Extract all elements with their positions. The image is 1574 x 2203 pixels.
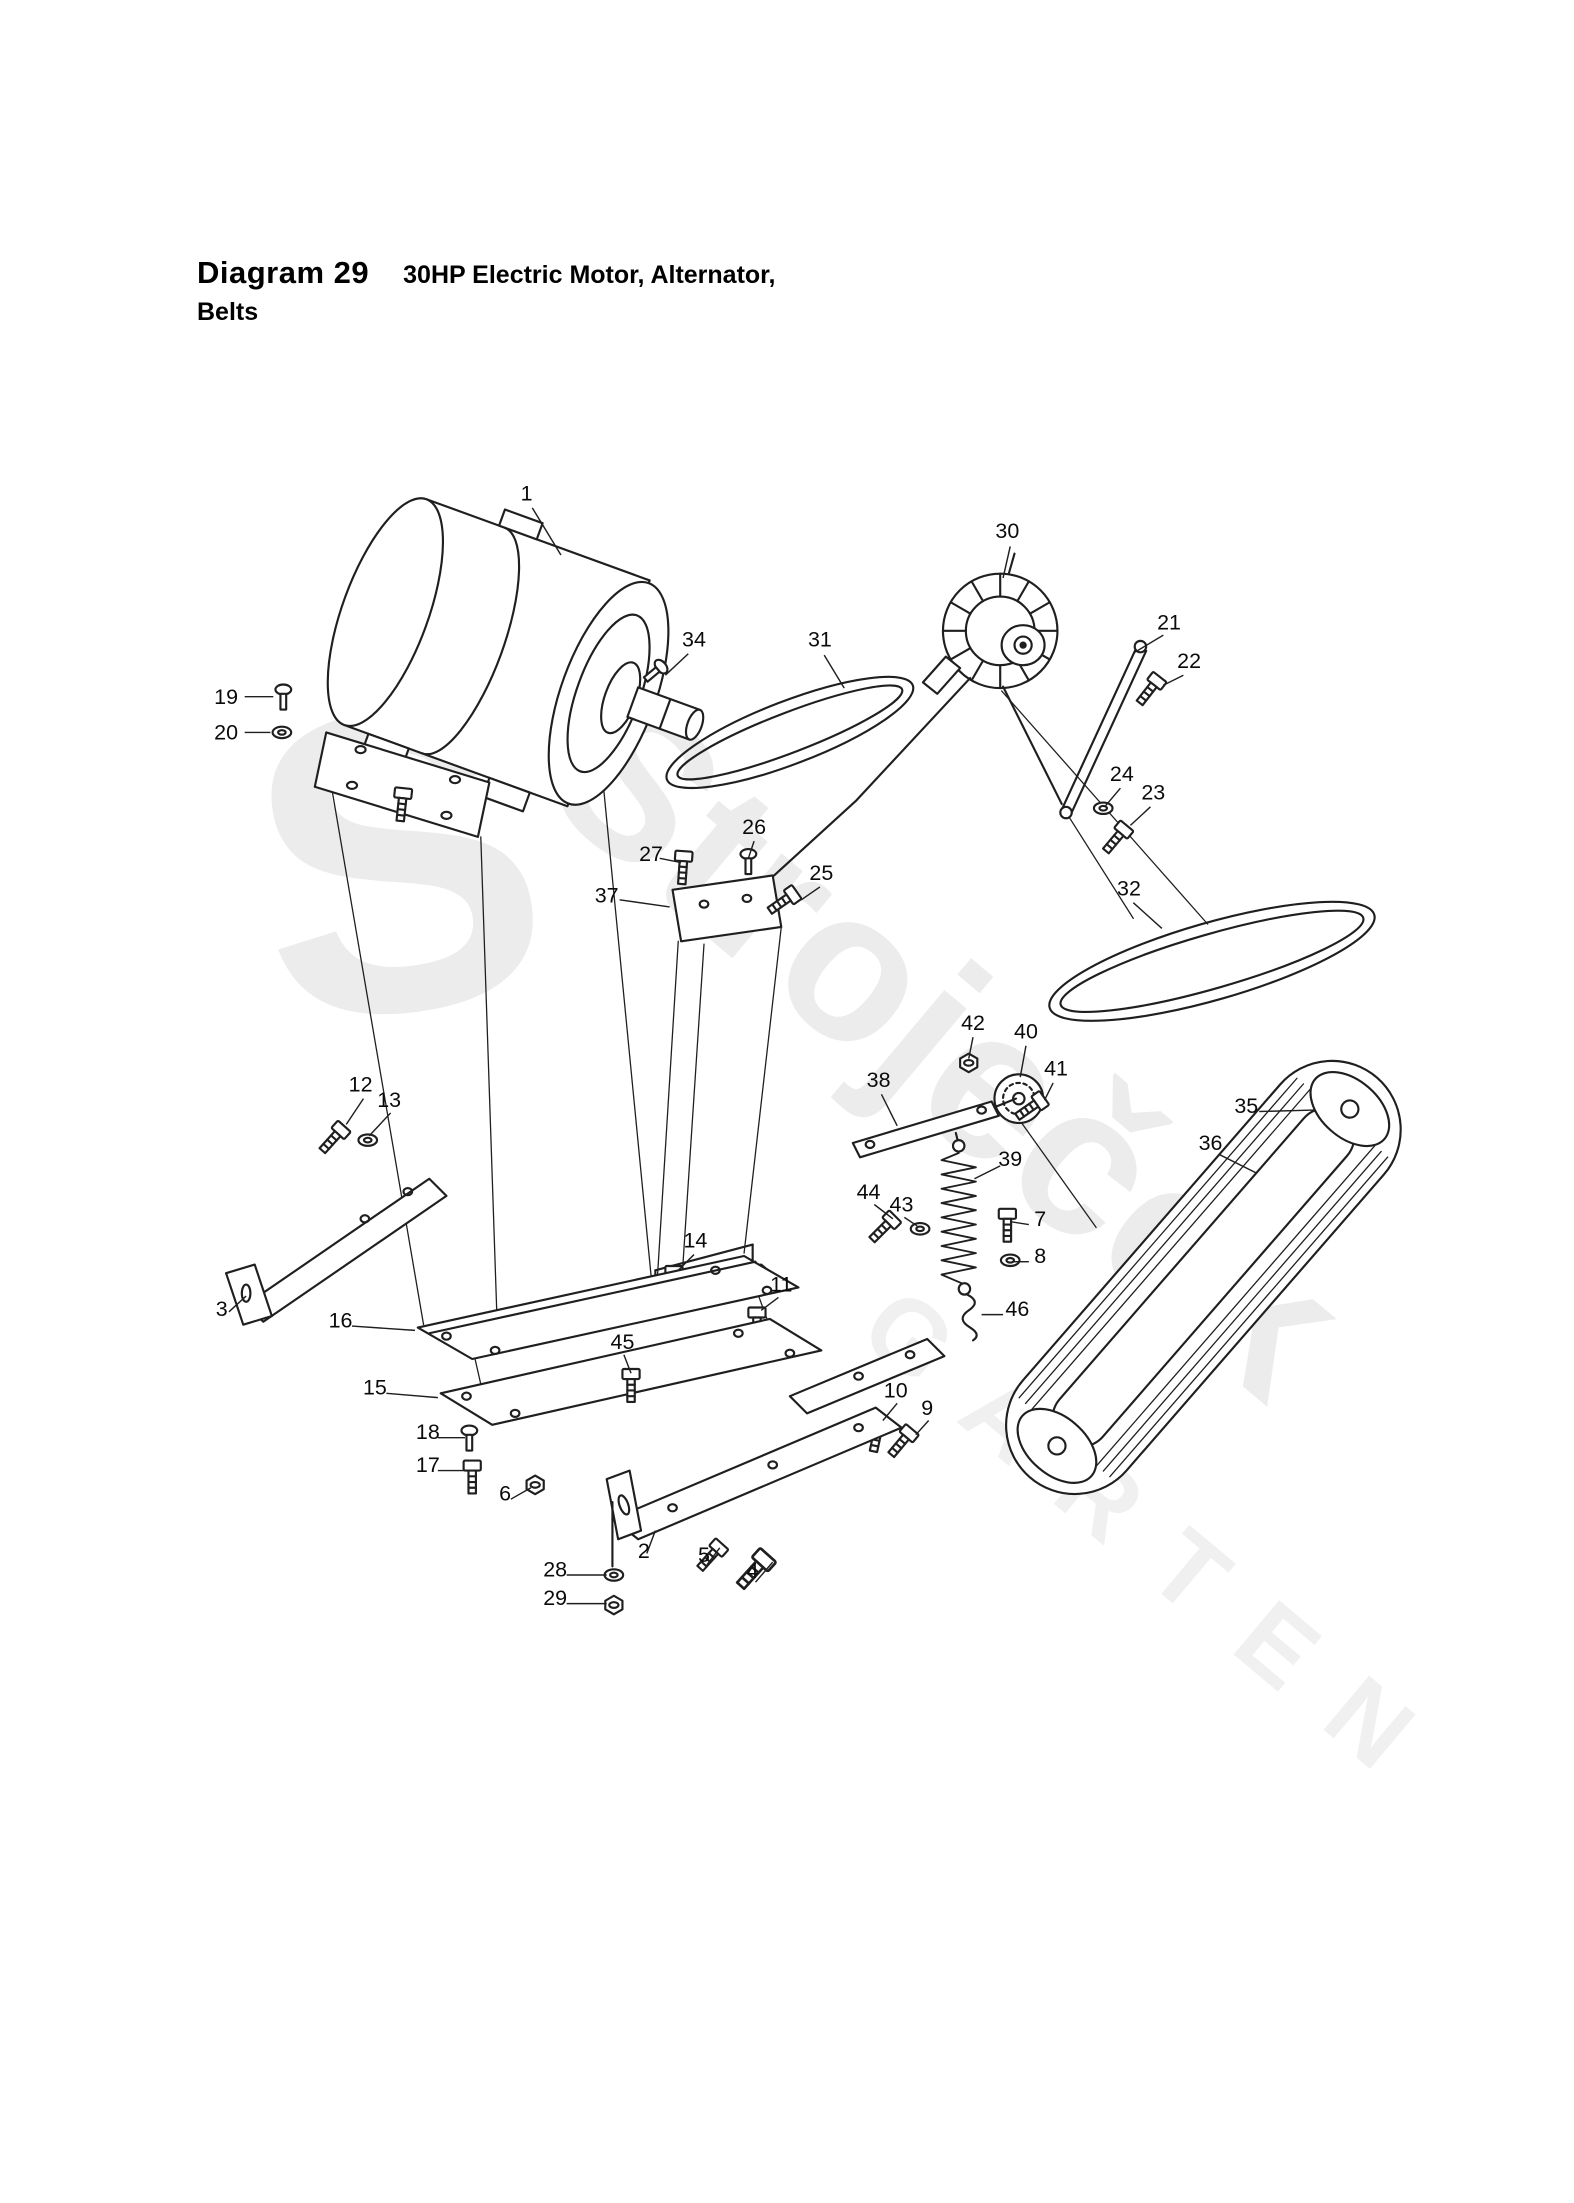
motor-mount-plate (313, 731, 491, 838)
callout-1: 1 (521, 482, 533, 506)
callout-12: 12 (349, 1072, 373, 1096)
callout-2: 2 (638, 1539, 650, 1563)
callout-32: 32 (1117, 877, 1141, 901)
callout-23: 23 (1141, 781, 1165, 805)
electric-motor (326, 497, 705, 813)
nut-icon (604, 1594, 624, 1616)
nut-icon (525, 1474, 545, 1496)
callout-45: 45 (611, 1330, 635, 1354)
callout-28: 28 (543, 1557, 567, 1581)
washer-icon (357, 1133, 379, 1147)
tension-spring (940, 1139, 977, 1296)
diagram-title: Diagram 29 (197, 255, 370, 290)
washer-icon (999, 1253, 1021, 1268)
callout-labels: 1 30 21 22 34 31 19 20 24 23 26 27 25 37… (214, 482, 1258, 1610)
callout-21: 21 (1157, 610, 1181, 634)
callout-39: 39 (998, 1147, 1022, 1171)
callout-16: 16 (329, 1309, 353, 1333)
belt-31 (665, 675, 915, 790)
callout-41: 41 (1044, 1057, 1068, 1081)
callout-17: 17 (416, 1453, 440, 1477)
callout-31: 31 (808, 628, 832, 652)
projection-lines (331, 690, 1209, 1423)
tension-rod (1059, 639, 1148, 820)
callout-13: 13 (377, 1088, 401, 1112)
washer-icon (603, 1568, 625, 1582)
callout-19: 19 (214, 685, 238, 709)
callout-15: 15 (363, 1376, 387, 1400)
spring-hook (961, 1293, 978, 1342)
callout-6: 6 (499, 1482, 511, 1506)
leader-lines (228, 507, 1314, 1605)
bolt-icon (314, 1119, 352, 1158)
callout-3: 3 (216, 1297, 228, 1321)
washer-icon (1092, 801, 1114, 816)
callout-14: 14 (683, 1228, 707, 1252)
callout-34: 34 (682, 628, 706, 652)
support-bracket-right (788, 1337, 946, 1415)
callout-9: 9 (921, 1396, 933, 1420)
callout-36: 36 (1199, 1131, 1223, 1155)
callout-40: 40 (1014, 1020, 1038, 1044)
washer-icon (271, 725, 293, 740)
callout-4: 4 (747, 1559, 759, 1583)
callout-20: 20 (214, 721, 238, 745)
left-rail (225, 1177, 448, 1326)
washer-icon (909, 1222, 931, 1236)
callout-44: 44 (857, 1180, 881, 1204)
diagram-subtitle: 30HP Electric Motor, Alternator, (403, 261, 776, 289)
callout-26: 26 (742, 815, 766, 839)
diagram-subtitle-2: Belts (197, 298, 259, 326)
callout-24: 24 (1110, 762, 1134, 786)
callout-29: 29 (543, 1586, 567, 1610)
callout-43: 43 (890, 1193, 914, 1217)
alternator-mount-wire-2 (1001, 685, 1063, 806)
base-plate-upper (416, 1254, 800, 1361)
bolt-icon (462, 1459, 482, 1495)
callout-42: 42 (961, 1011, 985, 1035)
callout-11: 11 (770, 1273, 792, 1297)
callout-46: 46 (1005, 1297, 1029, 1321)
bolt-icon (1131, 670, 1168, 710)
callout-27: 27 (639, 842, 663, 866)
callout-5: 5 (698, 1543, 710, 1567)
belt-32 (1048, 900, 1376, 1022)
callout-18: 18 (416, 1420, 440, 1444)
callout-8: 8 (1034, 1244, 1046, 1268)
callout-30: 30 (995, 519, 1019, 543)
title-block: Diagram 29 30HP Electric Motor, Alternat… (197, 255, 775, 327)
callout-25: 25 (809, 861, 833, 885)
callout-10: 10 (884, 1379, 908, 1403)
alternator-bracket (671, 874, 783, 943)
belt-pack (1005, 1059, 1402, 1496)
bottom-bracket (605, 1406, 903, 1568)
callout-38: 38 (867, 1068, 891, 1092)
alternator (921, 552, 1059, 695)
callout-37: 37 (595, 884, 619, 908)
idler-arm (851, 1097, 1018, 1159)
callout-22: 22 (1177, 649, 1201, 673)
callout-7: 7 (1034, 1207, 1046, 1231)
alternator-mount-wire (773, 676, 972, 877)
bolt-icon (1098, 819, 1135, 858)
alternator-fins (941, 572, 1059, 690)
callout-35: 35 (1234, 1094, 1258, 1118)
